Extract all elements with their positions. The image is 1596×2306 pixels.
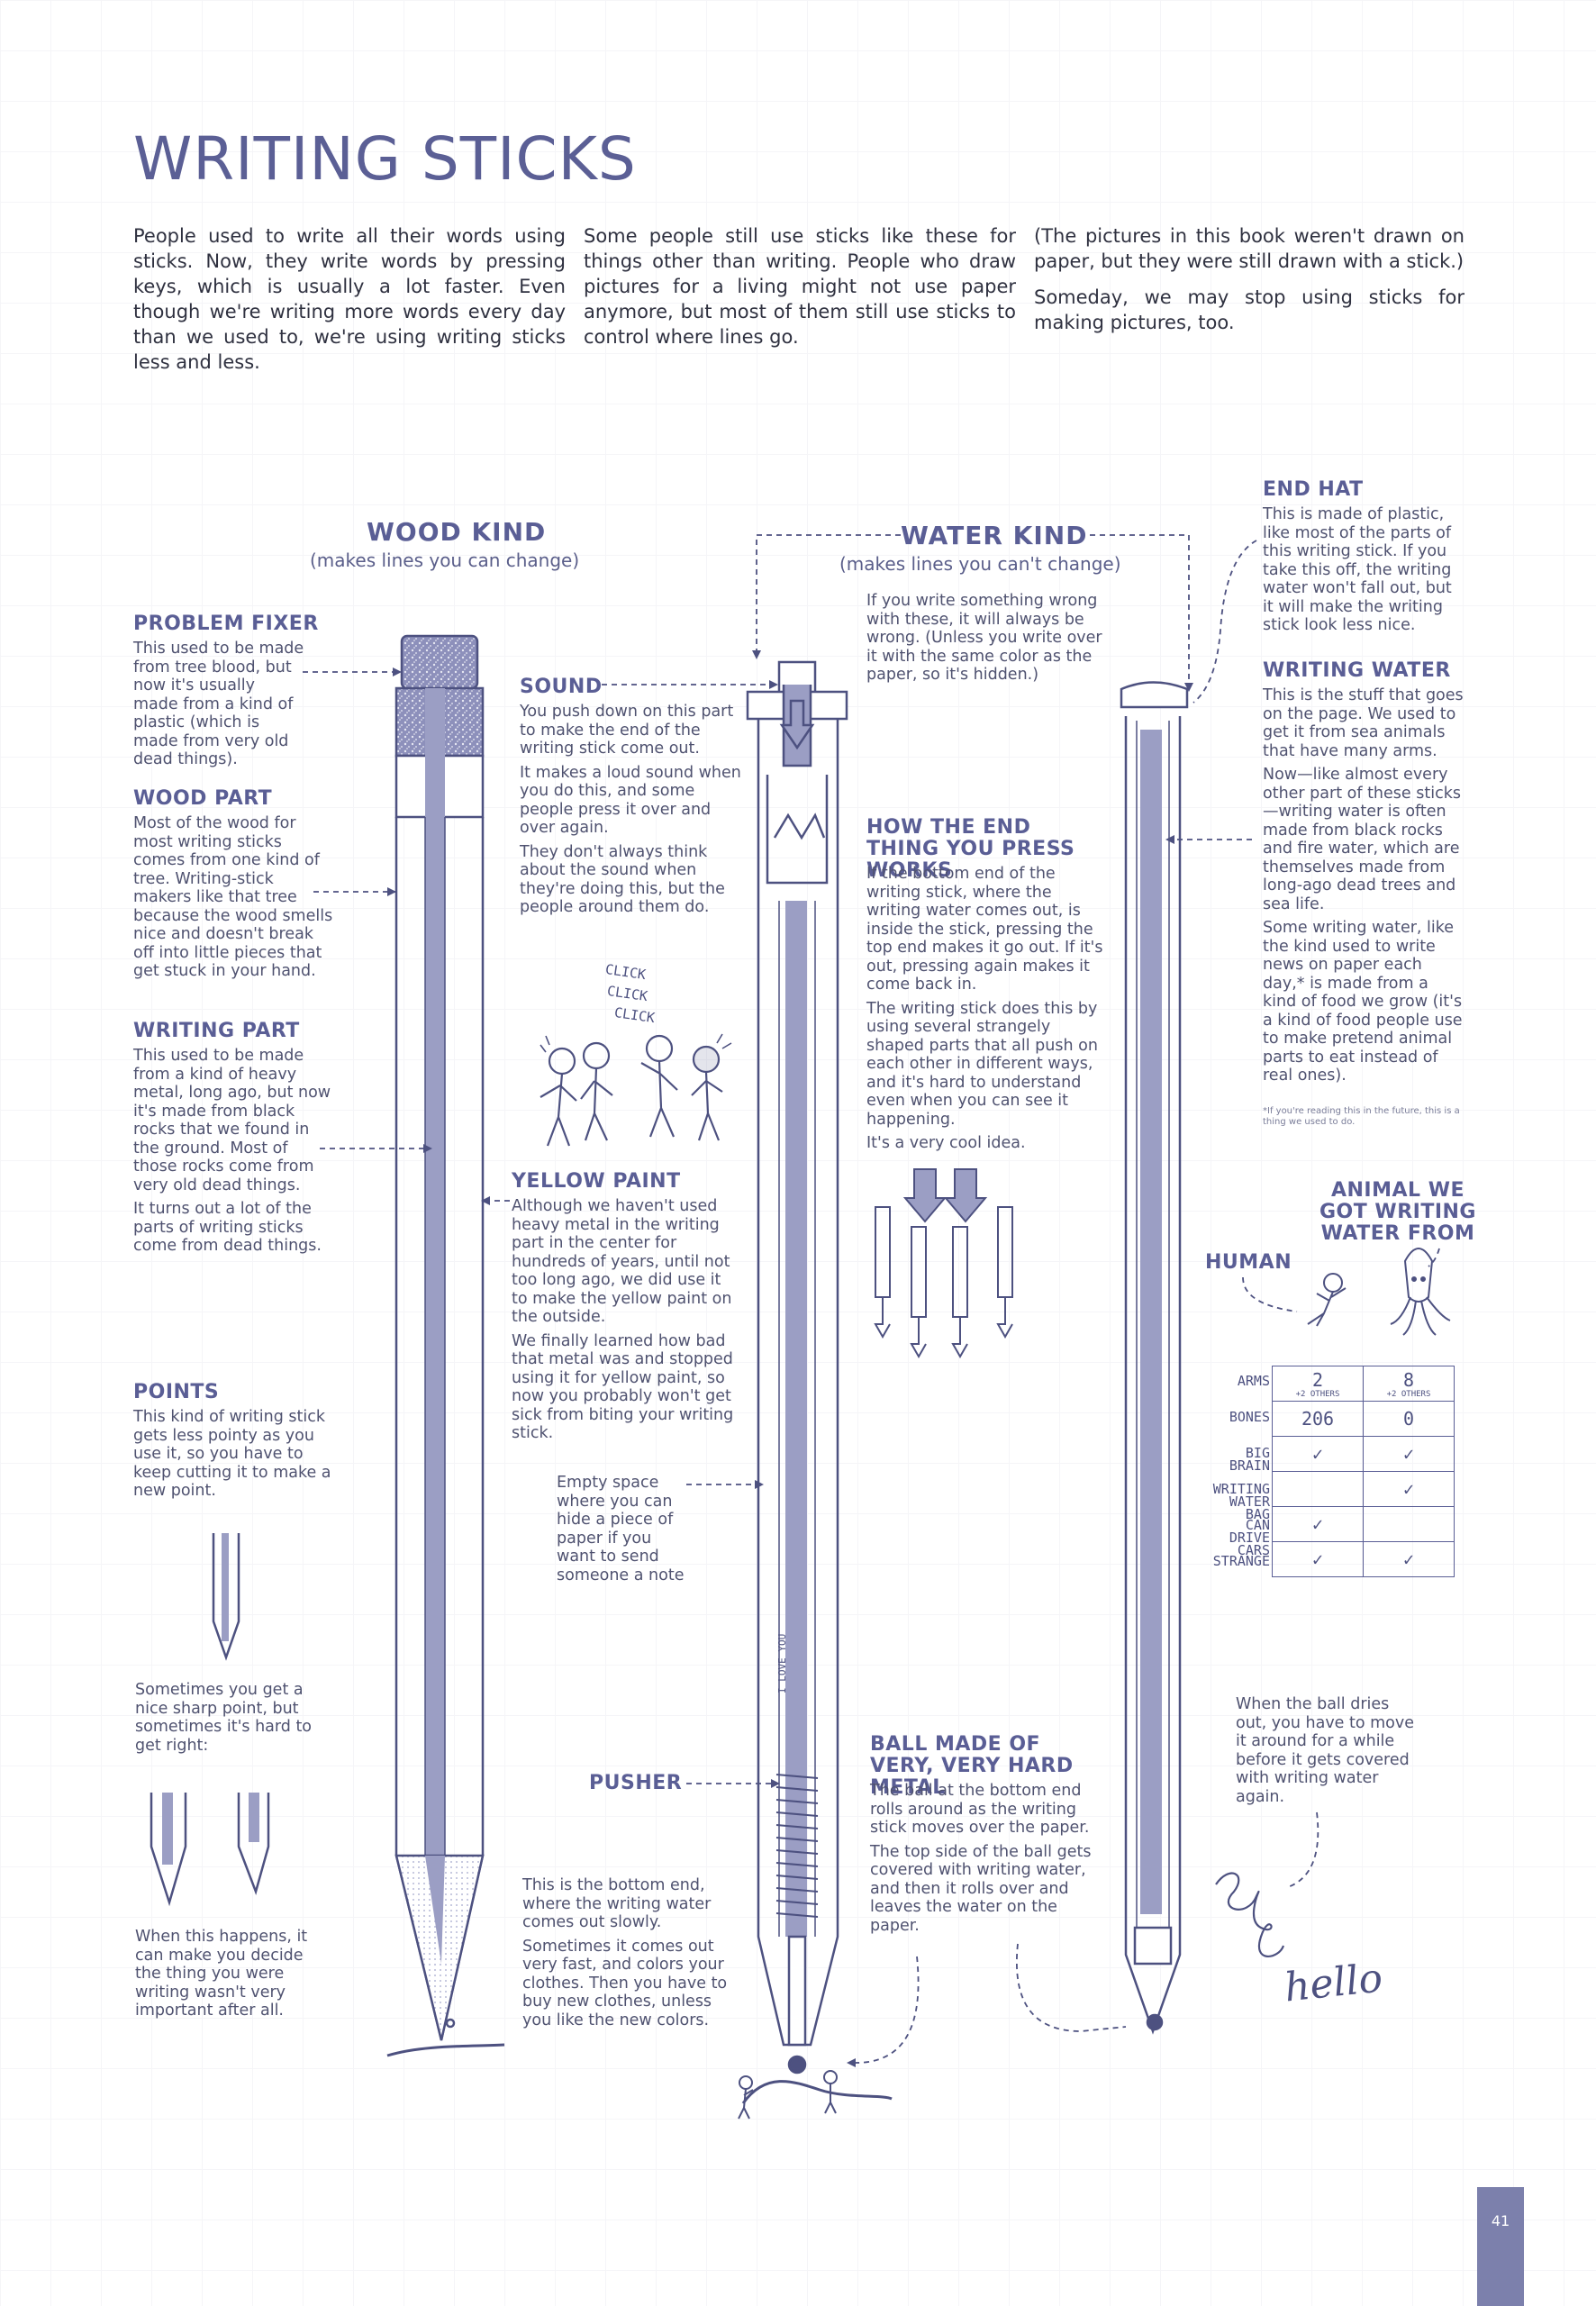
sound-text: You push down on this part to make the e… <box>520 703 741 916</box>
squid-icon <box>1390 1248 1451 1336</box>
arrowheads <box>387 650 1193 2067</box>
yellow-paint-text: Although we haven't used heavy metal in … <box>512 1197 734 1442</box>
comparison-value: 0 <box>1402 1408 1415 1430</box>
animal-label: ANIMAL WE GOT WRITING WATER FROM <box>1319 1179 1476 1245</box>
end-thing-text: If the bottom end of the writing stick, … <box>866 865 1103 1152</box>
comparison-row-label: ARMS <box>1237 1373 1270 1389</box>
sharp-point-note: Sometimes you get a nice sharp point, bu… <box>135 1681 313 1755</box>
comparison-row-label: BONES <box>1229 1409 1270 1425</box>
comparison-cell-animal: ✓ <box>1363 1471 1455 1507</box>
comparison-value: ✓ <box>1402 1478 1415 1500</box>
points-label: POINTS <box>133 1381 220 1403</box>
comparison-cell-human: ✓ <box>1272 1506 1364 1542</box>
intro-column-3: (The pictures in this book weren't drawn… <box>1034 225 1465 333</box>
comparison-cell-human: ✓ <box>1272 1541 1364 1577</box>
comparison-row-label: WRITING WATER BAG <box>1212 1481 1270 1522</box>
intro-column-1: People used to write all their words usi… <box>133 225 566 373</box>
stick-figures-clicking <box>540 1033 732 1147</box>
click-pen-illustration <box>741 660 893 2104</box>
problem-fixer-label: PROBLEM FIXER <box>133 613 319 635</box>
comparison-cell-human: 206 <box>1272 1401 1364 1437</box>
water-kind-title: WATER KIND <box>901 521 1088 550</box>
comparison-cell-human: 2+2 OTHERS <box>1272 1366 1364 1402</box>
sound-label: SOUND <box>520 676 603 698</box>
pencil-illustration <box>386 634 505 2057</box>
writing-water-label: WRITING WATER <box>1263 659 1451 682</box>
comparison-row: ✓✓ <box>1272 1541 1455 1577</box>
comparison-row-label: STRANGE <box>1212 1553 1270 1569</box>
bottom-end-text: This is the bottom end, where the writin… <box>522 1876 728 2029</box>
wood-kind-subtitle: (makes lines you can change) <box>310 549 580 571</box>
end-thing-label: HOW THE END THING YOU PRESS WORKS <box>866 816 1075 882</box>
diver-icon <box>1307 1273 1347 1327</box>
comparison-value: ✓ <box>1311 1443 1324 1465</box>
comparison-cell-animal: ✓ <box>1363 1436 1455 1472</box>
eraser-icon <box>400 634 479 690</box>
writing-part-label: WRITING PART <box>133 1020 300 1042</box>
leader-lines <box>303 534 1440 2064</box>
comparison-value: 2 <box>1311 1368 1324 1391</box>
comparison-cell-animal: 0 <box>1363 1401 1455 1437</box>
mechanism-sketch <box>874 1168 1013 1359</box>
comparison-value: ✓ <box>1311 1548 1324 1570</box>
page-number: 41 <box>1477 2187 1524 2306</box>
comparison-value: ✓ <box>1402 1548 1415 1570</box>
comparison-cell-animal: 8+2 OTHERS <box>1363 1366 1455 1402</box>
ball-text: The ball at the bottom end rolls around … <box>870 1782 1092 1935</box>
comparison-row-label: BIG BRAIN <box>1229 1445 1270 1474</box>
comparison-cell-human <box>1272 1471 1364 1507</box>
empty-space-text: Empty space where you can hide a piece o… <box>557 1474 685 1584</box>
comparison-row: ✓ <box>1272 1471 1455 1507</box>
comparison-cell-human: ✓ <box>1272 1436 1364 1472</box>
comparison-note: +2 OTHERS <box>1386 1389 1431 1399</box>
points-text: This kind of writing stick gets less poi… <box>133 1408 331 1500</box>
water-kind-intro: If you write something wrong with these,… <box>866 592 1102 684</box>
comparison-value: 8 <box>1402 1368 1415 1391</box>
writing-part-text: This used to be made from a kind of heav… <box>133 1047 331 1255</box>
comparison-row: ✓ <box>1272 1506 1455 1542</box>
writing-water-text: This is the stuff that goes on the page.… <box>1263 686 1464 1085</box>
end-hat-text: This is made of plastic, like most of th… <box>1263 505 1452 634</box>
comparison-row: ✓✓ <box>1272 1436 1455 1472</box>
comparison-cell-animal: ✓ <box>1363 1541 1455 1577</box>
page-title: WRITING STICKS <box>133 124 637 194</box>
pusher-label: PUSHER <box>589 1772 683 1794</box>
human-label: HUMAN <box>1205 1251 1292 1274</box>
squiggle-line <box>1215 1872 1285 1957</box>
writing-water-footnote: *If you're reading this in the future, t… <box>1263 1106 1460 1127</box>
ball-label: BALL MADE OF VERY, VERY HARD METAL <box>870 1733 1074 1799</box>
intro-column-2: Some people still use sticks like these … <box>584 225 1016 348</box>
wood-kind-title: WOOD KIND <box>367 517 547 547</box>
wood-part-label: WOOD PART <box>133 787 273 810</box>
stick-figures-bottom <box>738 2070 838 2120</box>
comparison-value: 206 <box>1301 1408 1335 1430</box>
capped-pen-illustration <box>1120 681 1189 2035</box>
comparison-value: ✓ <box>1402 1443 1415 1465</box>
hidden-note-text: I LOVE YOU <box>776 1633 788 1693</box>
problem-fixer-text: This used to be made from tree blood, bu… <box>133 640 304 768</box>
comparison-row-label: CAN DRIVE CARS <box>1229 1517 1270 1558</box>
end-hat-label: END HAT <box>1263 478 1364 501</box>
ball-dry-text: When the ball dries out, you have to mov… <box>1236 1695 1415 1806</box>
yellow-paint-label: YELLOW PAINT <box>512 1170 681 1193</box>
wood-part-text: Most of the wood for most writing sticks… <box>133 814 333 980</box>
comparison-note: +2 OTHERS <box>1295 1389 1340 1399</box>
comparison-cell-animal <box>1363 1506 1455 1542</box>
broken-point-note: When this happens, it can make you decid… <box>135 1928 308 2020</box>
pencil-point-sketch <box>150 1533 270 1907</box>
comparison-value: ✓ <box>1311 1513 1324 1535</box>
water-kind-subtitle: (makes lines you can't change) <box>839 553 1121 575</box>
